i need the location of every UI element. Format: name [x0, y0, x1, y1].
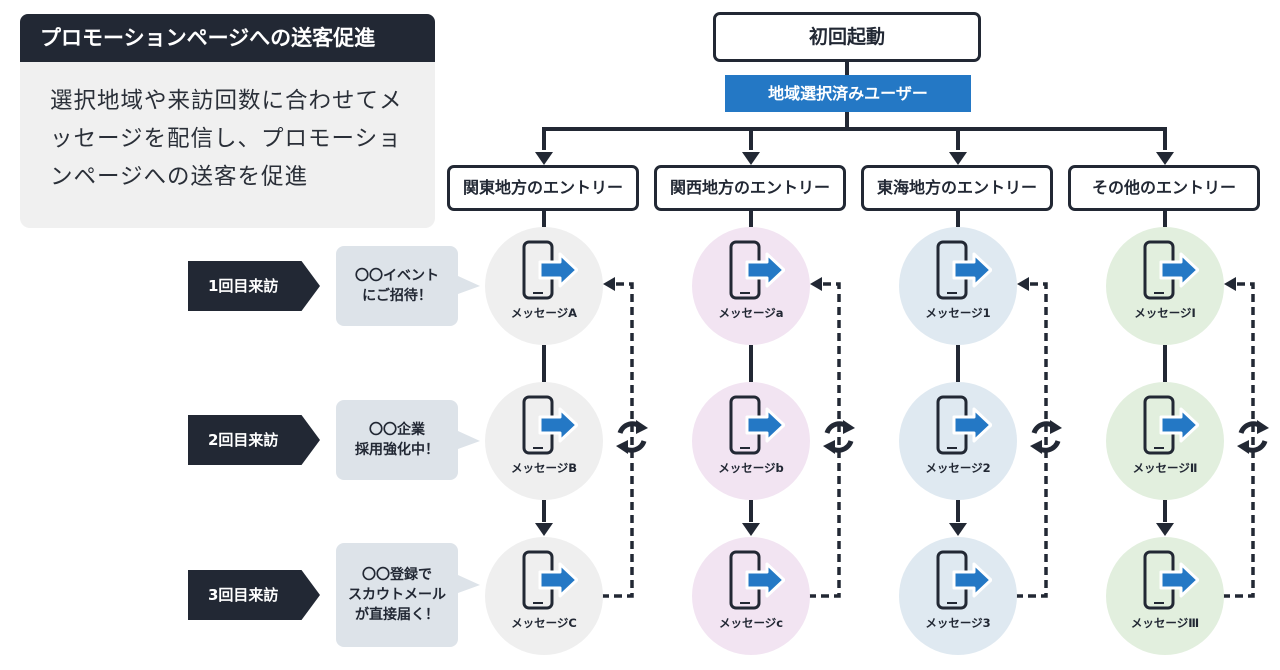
visit-label-2: 2回目来訪 — [188, 415, 320, 465]
message-circle: メッセージC — [485, 537, 603, 655]
message-circle: メッセージⅡ — [1106, 382, 1224, 500]
loop-line — [601, 282, 634, 598]
arrow-head — [535, 152, 553, 165]
arrow-head — [1224, 277, 1236, 291]
bubble-tail — [458, 276, 480, 294]
arrow-head — [949, 523, 967, 536]
message-label: メッセージ1 — [925, 306, 991, 320]
message-circle: メッセージ3 — [899, 537, 1017, 655]
first-launch-node: 初回起動 — [713, 12, 981, 62]
message-label: メッセージB — [510, 461, 578, 475]
message-circle: メッセージa — [692, 227, 810, 345]
refresh-cycle-icon — [1030, 420, 1062, 454]
message-circle: メッセージB — [485, 382, 603, 500]
message-label: メッセージ3 — [925, 616, 991, 630]
visit-bubble-3: 〇〇登録で スカウトメール が直接届く！ — [336, 543, 458, 647]
message-label: メッセージa — [718, 306, 784, 320]
message-label: メッセージⅠ — [1134, 306, 1196, 320]
refresh-cycle-icon — [823, 420, 855, 454]
arrow-head — [535, 523, 553, 536]
message-circle: メッセージⅢ — [1106, 537, 1224, 655]
loop-line — [1222, 282, 1255, 598]
visit-label-3: 3回目来訪 — [188, 570, 320, 620]
bubble-tail — [458, 575, 480, 593]
arrow-head — [603, 277, 615, 291]
entry-other: その他のエントリー — [1068, 165, 1260, 211]
loop-line — [1015, 282, 1048, 598]
bubble-tail — [458, 431, 480, 449]
arrow-head — [949, 152, 967, 165]
refresh-cycle-icon — [616, 420, 648, 454]
entry-tokai: 東海地方のエントリー — [861, 165, 1053, 211]
message-circle: メッセージ1 — [899, 227, 1017, 345]
arrow-head — [1156, 152, 1174, 165]
arrow-head — [1017, 277, 1029, 291]
message-label: メッセージ2 — [925, 461, 991, 475]
message-label: メッセージⅡ — [1132, 461, 1198, 475]
visit-bubble-2: 〇〇企業 採用強化中！ — [336, 400, 458, 480]
loop-line — [808, 282, 841, 598]
message-label: メッセージC — [511, 616, 577, 630]
message-circle: メッセージA — [485, 227, 603, 345]
message-label: メッセージⅢ — [1130, 616, 1200, 630]
refresh-cycle-icon — [1237, 420, 1269, 454]
message-circle: メッセージⅠ — [1106, 227, 1224, 345]
header-description: 選択地域や来訪回数に合わせてメッセージを配信し、プロモーションページへの送客を促… — [20, 62, 435, 228]
entry-kansai: 関西地方のエントリー — [654, 165, 846, 211]
user-segment-node: 地域選択済みユーザー — [725, 75, 971, 112]
header-title: プロモーションページへの送客促進 — [20, 14, 435, 62]
visit-label-1: 1回目来訪 — [188, 261, 320, 311]
message-label: メッセージc — [718, 616, 784, 630]
message-circle: メッセージc — [692, 537, 810, 655]
message-label: メッセージb — [718, 461, 784, 475]
message-circle: メッセージ2 — [899, 382, 1017, 500]
arrow-head — [742, 523, 760, 536]
message-label: メッセージA — [510, 306, 578, 320]
arrow-head — [810, 277, 822, 291]
entry-kanto: 関東地方のエントリー — [447, 165, 639, 211]
message-circle: メッセージb — [692, 382, 810, 500]
arrow-head — [742, 152, 760, 165]
arrow-head — [1156, 523, 1174, 536]
visit-bubble-1: 〇〇イベント にご招待！ — [336, 246, 458, 326]
